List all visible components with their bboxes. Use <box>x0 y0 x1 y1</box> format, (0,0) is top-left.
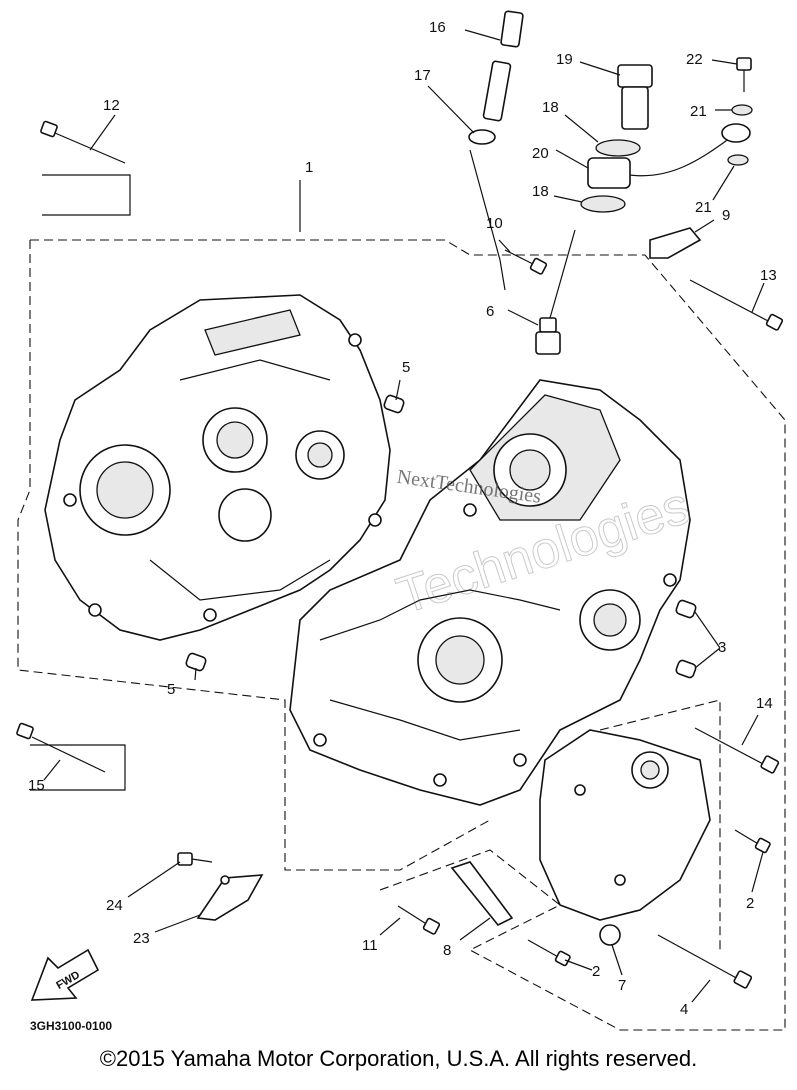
bolt-2-right <box>734 829 771 854</box>
gasket-18-lower <box>580 195 626 213</box>
assembly-boundary-bottom <box>379 700 786 1031</box>
dowel-pin-5-upper <box>383 394 405 414</box>
dowel-pin-3 <box>675 599 697 679</box>
plate-23 <box>196 874 264 921</box>
right-crankcase-half <box>289 379 691 806</box>
bolt-2-lower <box>527 939 571 967</box>
leader-lines <box>43 29 765 1003</box>
clamp-17 <box>468 129 496 145</box>
callout-17: 17 <box>414 67 431 84</box>
callout-23: 23 <box>133 930 150 947</box>
callout-4: 4 <box>680 1001 688 1018</box>
bolt-11 <box>397 905 441 935</box>
callout-21b: 21 <box>695 199 712 216</box>
callout-1: 1 <box>305 159 313 176</box>
callout-12: 12 <box>103 97 120 114</box>
callout-11: 11 <box>362 937 378 954</box>
callout-19: 19 <box>556 51 573 68</box>
bolt-10 <box>504 249 548 275</box>
dowel-pin-5-lower <box>185 652 207 672</box>
bolt-14 <box>694 727 780 774</box>
crankcase-cover <box>539 729 711 946</box>
callout-5a: 5 <box>402 359 410 376</box>
fitting-6 <box>535 317 561 355</box>
fwd-arrow: FWD <box>30 948 100 1001</box>
pipe-16 <box>482 10 524 122</box>
crankcase-exploded-diagram: Technologies NextTechnologies FWD 3GH310… <box>16 10 786 1033</box>
callout-5b: 5 <box>167 681 175 698</box>
callout-21a: 21 <box>690 103 707 120</box>
callout-16: 16 <box>429 19 446 36</box>
bolt-12 <box>40 120 131 216</box>
callout-3: 3 <box>718 639 726 656</box>
bolt-22 <box>736 57 752 92</box>
callout-13: 13 <box>760 267 777 284</box>
gasket-18-upper <box>595 139 641 157</box>
diagram-code: 3GH3100-0100 <box>30 1019 112 1033</box>
assembly-boundary-top <box>30 239 786 700</box>
callout-14: 14 <box>756 695 773 712</box>
callout-24: 24 <box>106 897 123 914</box>
callout-8: 8 <box>443 942 451 959</box>
callout-22: 22 <box>686 51 703 68</box>
assembly-boundary-left <box>17 240 491 871</box>
union-bolt-19 <box>617 64 653 130</box>
callout-10: 10 <box>486 215 503 232</box>
callout-2a: 2 <box>746 895 754 912</box>
callout-15: 15 <box>28 777 45 794</box>
callout-18a: 18 <box>542 99 559 116</box>
callout-9: 9 <box>722 207 730 224</box>
gasket-21 <box>721 104 753 166</box>
bracket-8 <box>450 861 514 927</box>
left-crankcase-half <box>44 294 391 641</box>
bolt-13 <box>689 279 784 331</box>
bolt-4 <box>657 934 753 989</box>
bolt-24 <box>177 852 213 866</box>
callout-2b: 2 <box>592 963 600 980</box>
callout-7: 7 <box>618 977 626 994</box>
bolt-15 <box>16 722 126 791</box>
bracket-9 <box>649 227 702 259</box>
callout-numbers: 1 2 2 3 4 5 5 6 7 8 9 10 11 12 13 14 15 … <box>28 19 777 1018</box>
callout-18b: 18 <box>532 183 549 200</box>
callout-6: 6 <box>486 303 494 320</box>
union-20 <box>587 137 731 189</box>
callout-20: 20 <box>532 145 549 162</box>
copyright-notice: ©2015 Yamaha Motor Corporation, U.S.A. A… <box>99 1046 698 1071</box>
